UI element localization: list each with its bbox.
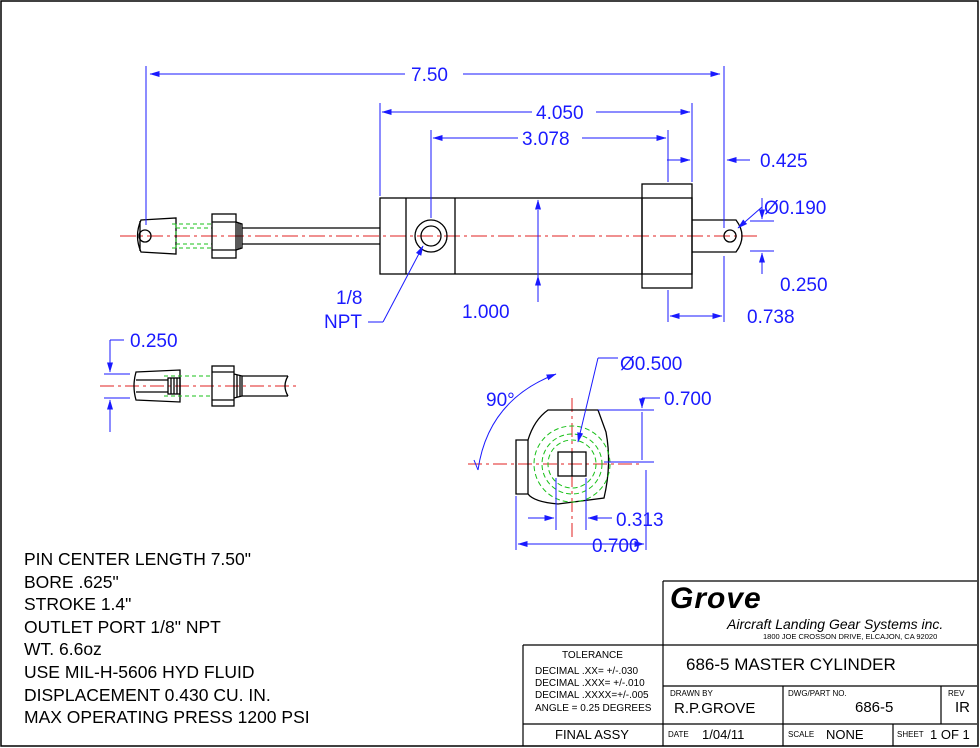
scale-value: NONE [826, 727, 864, 742]
tolerance-line: DECIMAL .XXXX=+/-.005 [535, 690, 649, 701]
dim-end-view-angle: 90° [486, 390, 515, 411]
tolerance-line: ANGLE = 0.25 DEGREES [535, 703, 652, 714]
left-clevis [136, 217, 177, 255]
drawn-by-label: DRAWN BY [670, 689, 713, 698]
dim-end-thickness: 0.425 [760, 151, 808, 172]
date-label: DATE [668, 730, 689, 739]
dim-clevis-slot: 0.250 [130, 331, 178, 352]
spec-line: MAX OPERATING PRESS 1200 PSI [24, 707, 310, 728]
dim-port-offset: 3.078 [522, 129, 570, 150]
company-address: 1800 JOE CROSSON DRIVE, ELCAJON, CA 9202… [763, 632, 938, 641]
tolerance-line: DECIMAL .XXX= +/-.010 [535, 678, 645, 689]
spec-line: OUTLET PORT 1/8" NPT [24, 616, 221, 637]
spec-line: STROKE 1.4" [24, 594, 132, 615]
sheet-value: 1 OF 1 [930, 727, 970, 742]
dim-end-view-height: 0.700 [664, 389, 712, 410]
right-pin-hole [723, 229, 737, 243]
tolerance-line: DECIMAL .XX= +/-.030 [535, 666, 639, 677]
sheet-label: SHEET [897, 730, 924, 739]
rod-end-tab [692, 219, 743, 253]
dim-end-view-offset: 0.313 [616, 510, 664, 531]
specs-list: PIN CENTER LENGTH 7.50" BORE .625" STROK… [24, 548, 310, 729]
dim-pin-hole-dia: Ø0.190 [764, 198, 826, 219]
company-logo: Grove [670, 582, 762, 615]
drawing-title: 686-5 MASTER CYLINDER [686, 655, 896, 674]
dwg-no-label: DWG/PART NO. [788, 689, 847, 698]
rev-value: IR [955, 699, 970, 716]
spec-line: USE MIL-H-5606 HYD FLUID [24, 661, 255, 682]
dim-body-length: 4.050 [536, 103, 584, 124]
scale-label: SCALE [788, 730, 815, 739]
lock-nut [211, 213, 237, 259]
company-subtitle: Aircraft Landing Gear Systems inc. [727, 616, 944, 632]
clevis-detail [100, 365, 300, 407]
dwg-no-value: 686-5 [855, 699, 894, 716]
dim-overall-length: 7.50 [411, 65, 448, 86]
tolerance-header: TOLERANCE [562, 650, 623, 661]
assy-label: FINAL ASSY [555, 727, 629, 742]
rod-thread [235, 221, 243, 251]
dim-port-label-2: NPT [324, 312, 362, 333]
dim-body-dia: 1.000 [462, 302, 510, 323]
end-view-outline [515, 409, 610, 505]
rev-label: REV [948, 689, 965, 698]
spec-line: PIN CENTER LENGTH 7.50" [24, 549, 251, 569]
spec-line: DISPLACEMENT 0.430 CU. IN. [24, 684, 271, 705]
dim-end-view-width: 0.700 [592, 536, 640, 557]
dim-end-view-dia: Ø0.500 [620, 354, 682, 375]
dimension-labels: 7.50 4.050 3.078 0.425 Ø0.190 0.250 0.73… [130, 62, 828, 557]
drawn-by-value: R.P.GROVE [674, 700, 756, 717]
port-inner [420, 225, 442, 247]
port-outer [414, 219, 448, 253]
spec-line: BORE .625" [24, 571, 119, 592]
end-view-dimensions [473, 357, 660, 550]
end-view [468, 398, 640, 540]
title-block-grid [522, 580, 977, 746]
clevis-dimensions [104, 339, 130, 432]
left-pin-hole [138, 229, 152, 243]
side-view [120, 183, 760, 289]
spec-line: WT. 6.6oz [24, 639, 102, 660]
dim-rod-end-length: 0.738 [747, 307, 795, 328]
date-value: 1/04/11 [702, 727, 745, 742]
dim-rod-end-width: 0.250 [780, 275, 828, 296]
dim-port-label-1: 1/8 [336, 288, 362, 309]
end-cap [641, 183, 693, 289]
side-dimensions [145, 66, 774, 323]
